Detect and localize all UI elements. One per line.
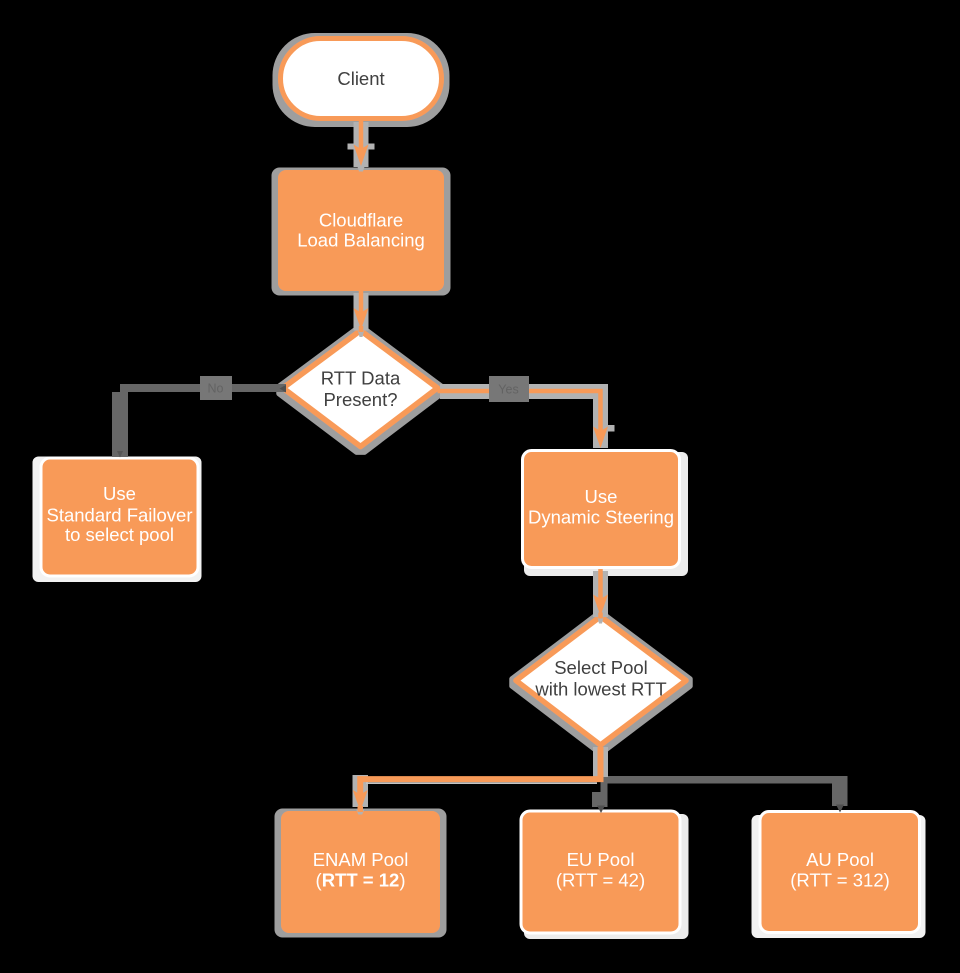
svg-text:to select pool: to select pool: [65, 524, 174, 545]
svg-text:Cloudflare: Cloudflare: [319, 210, 403, 231]
svg-text:AU Pool: AU Pool: [806, 849, 874, 870]
svg-text:(RTT = 12): (RTT = 12): [316, 870, 406, 891]
svg-text:No: No: [208, 382, 224, 396]
svg-text:RTT Data: RTT Data: [321, 368, 401, 389]
svg-text:Use: Use: [585, 486, 618, 507]
svg-text:Select Pool: Select Pool: [554, 657, 648, 678]
svg-text:Standard Failover: Standard Failover: [46, 505, 192, 526]
svg-text:(RTT = 312): (RTT = 312): [790, 870, 890, 891]
svg-text:ENAM Pool: ENAM Pool: [313, 849, 409, 870]
svg-text:(RTT = 42): (RTT = 42): [556, 870, 645, 891]
svg-text:Yes: Yes: [498, 383, 518, 397]
svg-text:Dynamic Steering: Dynamic Steering: [528, 507, 674, 528]
svg-text:Client: Client: [337, 68, 384, 89]
svg-text:Present?: Present?: [323, 389, 397, 410]
svg-text:EU Pool: EU Pool: [567, 849, 635, 870]
svg-text:with lowest RTT: with lowest RTT: [534, 679, 666, 700]
svg-text:Load Balancing: Load Balancing: [297, 230, 425, 251]
svg-text:Use: Use: [103, 483, 136, 504]
